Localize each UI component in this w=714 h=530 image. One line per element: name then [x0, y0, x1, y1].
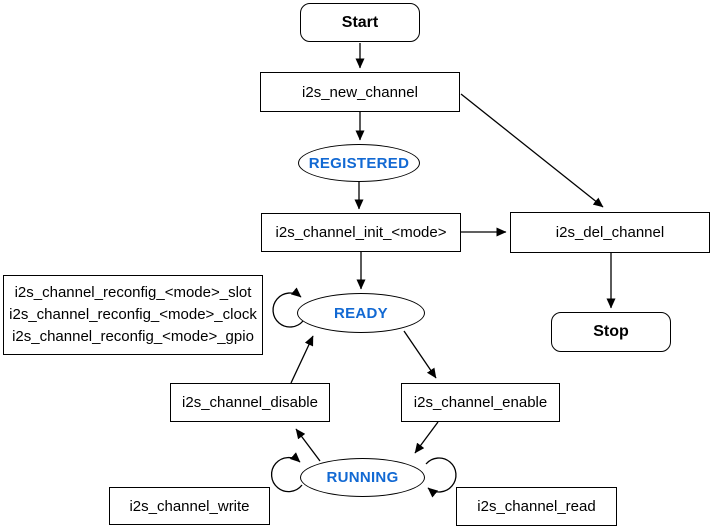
node-i2s-del-channel: i2s_del_channel	[510, 212, 710, 253]
node-i2s-channel-enable: i2s_channel_enable	[401, 383, 560, 422]
reconfig-clock-label: i2s_channel_reconfig_<mode>_clock	[9, 306, 257, 323]
node-i2s-new-channel: i2s_new_channel	[260, 72, 460, 112]
edge-new-channel-to-del-channel	[460, 93, 604, 208]
reconfig-gpio-label: i2s_channel_reconfig_<mode>_gpio	[12, 328, 254, 345]
edge-disable-to-ready	[290, 335, 314, 384]
node-start: Start	[300, 3, 420, 42]
edge-enable-to-running	[414, 421, 439, 454]
node-i2s-channel-disable: i2s_channel_disable	[170, 383, 330, 422]
reconfig-slot-label: i2s_channel_reconfig_<mode>_slot	[14, 284, 252, 301]
node-i2s-channel-write: i2s_channel_write	[109, 487, 270, 525]
edge-running-self-loop-left	[270, 452, 303, 493]
edge-running-self-loop-right	[425, 457, 457, 498]
node-stop: Stop	[551, 312, 671, 352]
edge-ready-self-loop	[272, 287, 304, 328]
node-i2s-channel-init-mode: i2s_channel_init_<mode>	[261, 213, 461, 252]
node-i2s-channel-read: i2s_channel_read	[456, 487, 617, 526]
state-running: RUNNING	[300, 458, 425, 497]
state-ready: READY	[297, 293, 425, 333]
edge-running-to-disable	[295, 428, 321, 462]
edge-ready-to-enable	[403, 330, 437, 379]
state-registered: REGISTERED	[298, 144, 420, 182]
node-i2s-channel-reconfig-group: i2s_channel_reconfig_<mode>_slot i2s_cha…	[3, 275, 263, 355]
